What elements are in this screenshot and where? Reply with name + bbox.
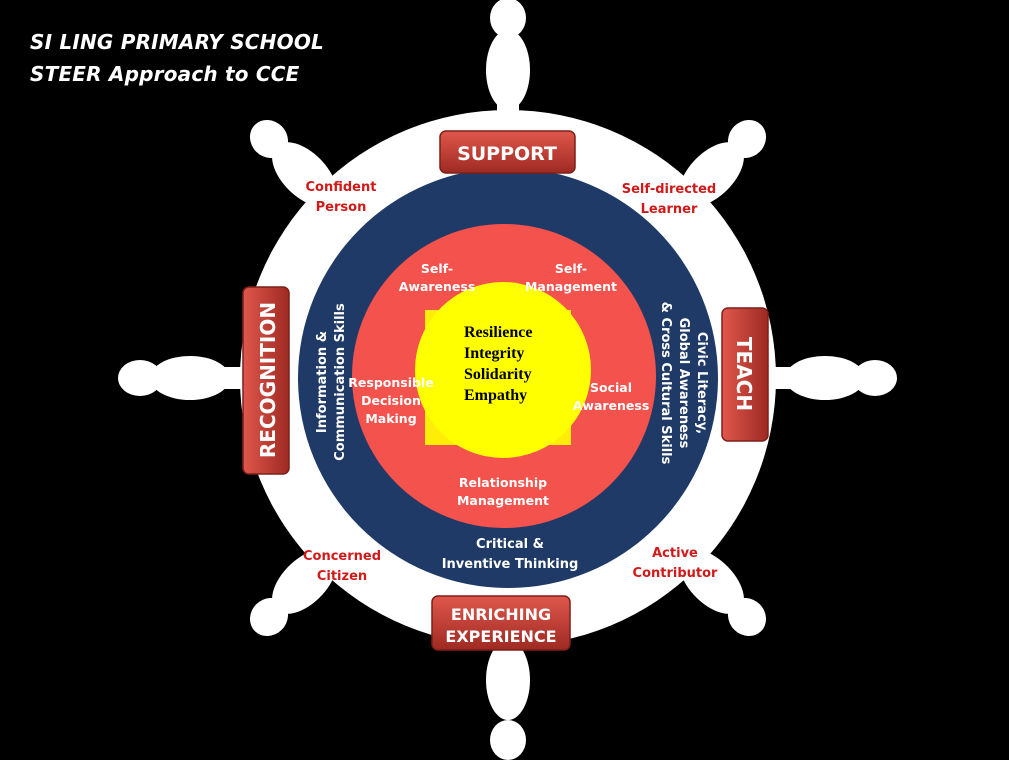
sel-self-awareness-1: Self- [421, 261, 453, 276]
core-value-empathy: Empathy [464, 387, 527, 404]
pillar-recognition: RECOGNITION [242, 286, 290, 475]
core-values-box [425, 310, 571, 445]
outcome-confident-person-1: Confident [306, 180, 377, 195]
core-value-integrity: Integrity [464, 345, 524, 362]
sel-responsible-decision-3: Making [365, 411, 416, 426]
sel-relationship-management-2: Management [457, 493, 549, 508]
competency-civic-2: Global Awareness [676, 318, 691, 449]
competency-civic-1: Civic Literacy, [694, 332, 709, 434]
sel-self-management-1: Self- [555, 261, 587, 276]
outcome-self-directed-learner-2: Learner [641, 202, 698, 217]
outcome-concerned-citizen-2: Citizen [317, 569, 367, 584]
school-title: SI LING PRIMARY SCHOOL [30, 30, 324, 54]
pillar-teach-label: TEACH [732, 337, 756, 411]
sel-responsible-decision-1: Responsible [348, 375, 433, 390]
core-value-resilience: Resilience [464, 324, 532, 341]
diagram-subtitle: STEER Approach to CCE [30, 62, 300, 86]
competency-critical-2: Inventive Thinking [442, 557, 579, 572]
competency-civic-3: & Cross Cultural Skills [658, 302, 673, 465]
sel-relationship-management-1: Relationship [459, 475, 547, 490]
pillar-recognition-label: RECOGNITION [256, 302, 280, 458]
sel-self-awareness-2: Awareness [399, 279, 476, 294]
sel-self-management-2: Management [525, 279, 617, 294]
pillar-support-label: SUPPORT [457, 143, 557, 165]
competency-info-comm-1: Information & [315, 331, 330, 433]
competency-critical-1: Critical & [476, 537, 544, 552]
wheel-handles [118, 0, 897, 760]
pillar-enriching-experience: ENRICHING EXPERIENCE [431, 595, 571, 651]
outcome-confident-person-2: Person [316, 200, 367, 215]
competency-info-comm-2: Communication Skills [333, 303, 348, 461]
sel-social-awareness-1: Social [590, 380, 632, 395]
outcome-active-contributor-2: Contributor [633, 566, 719, 581]
handle-right-icon [765, 356, 897, 400]
pillar-support: SUPPORT [439, 130, 576, 174]
sel-social-awareness-2: Awareness [573, 398, 650, 413]
handle-top-icon [486, 0, 530, 140]
pillar-enriching-label-2: EXPERIENCE [445, 627, 556, 646]
pillar-teach: TEACH [721, 307, 769, 442]
core-value-solidarity: Solidarity [464, 366, 532, 383]
outcome-self-directed-learner-1: Self-directed [622, 182, 717, 197]
outcome-active-contributor-1: Active [652, 546, 698, 561]
handle-left-icon [118, 356, 250, 400]
pillar-enriching-label-1: ENRICHING [451, 605, 551, 624]
sel-responsible-decision-2: Decision [361, 393, 421, 408]
outcome-concerned-citizen-1: Concerned [303, 549, 381, 564]
